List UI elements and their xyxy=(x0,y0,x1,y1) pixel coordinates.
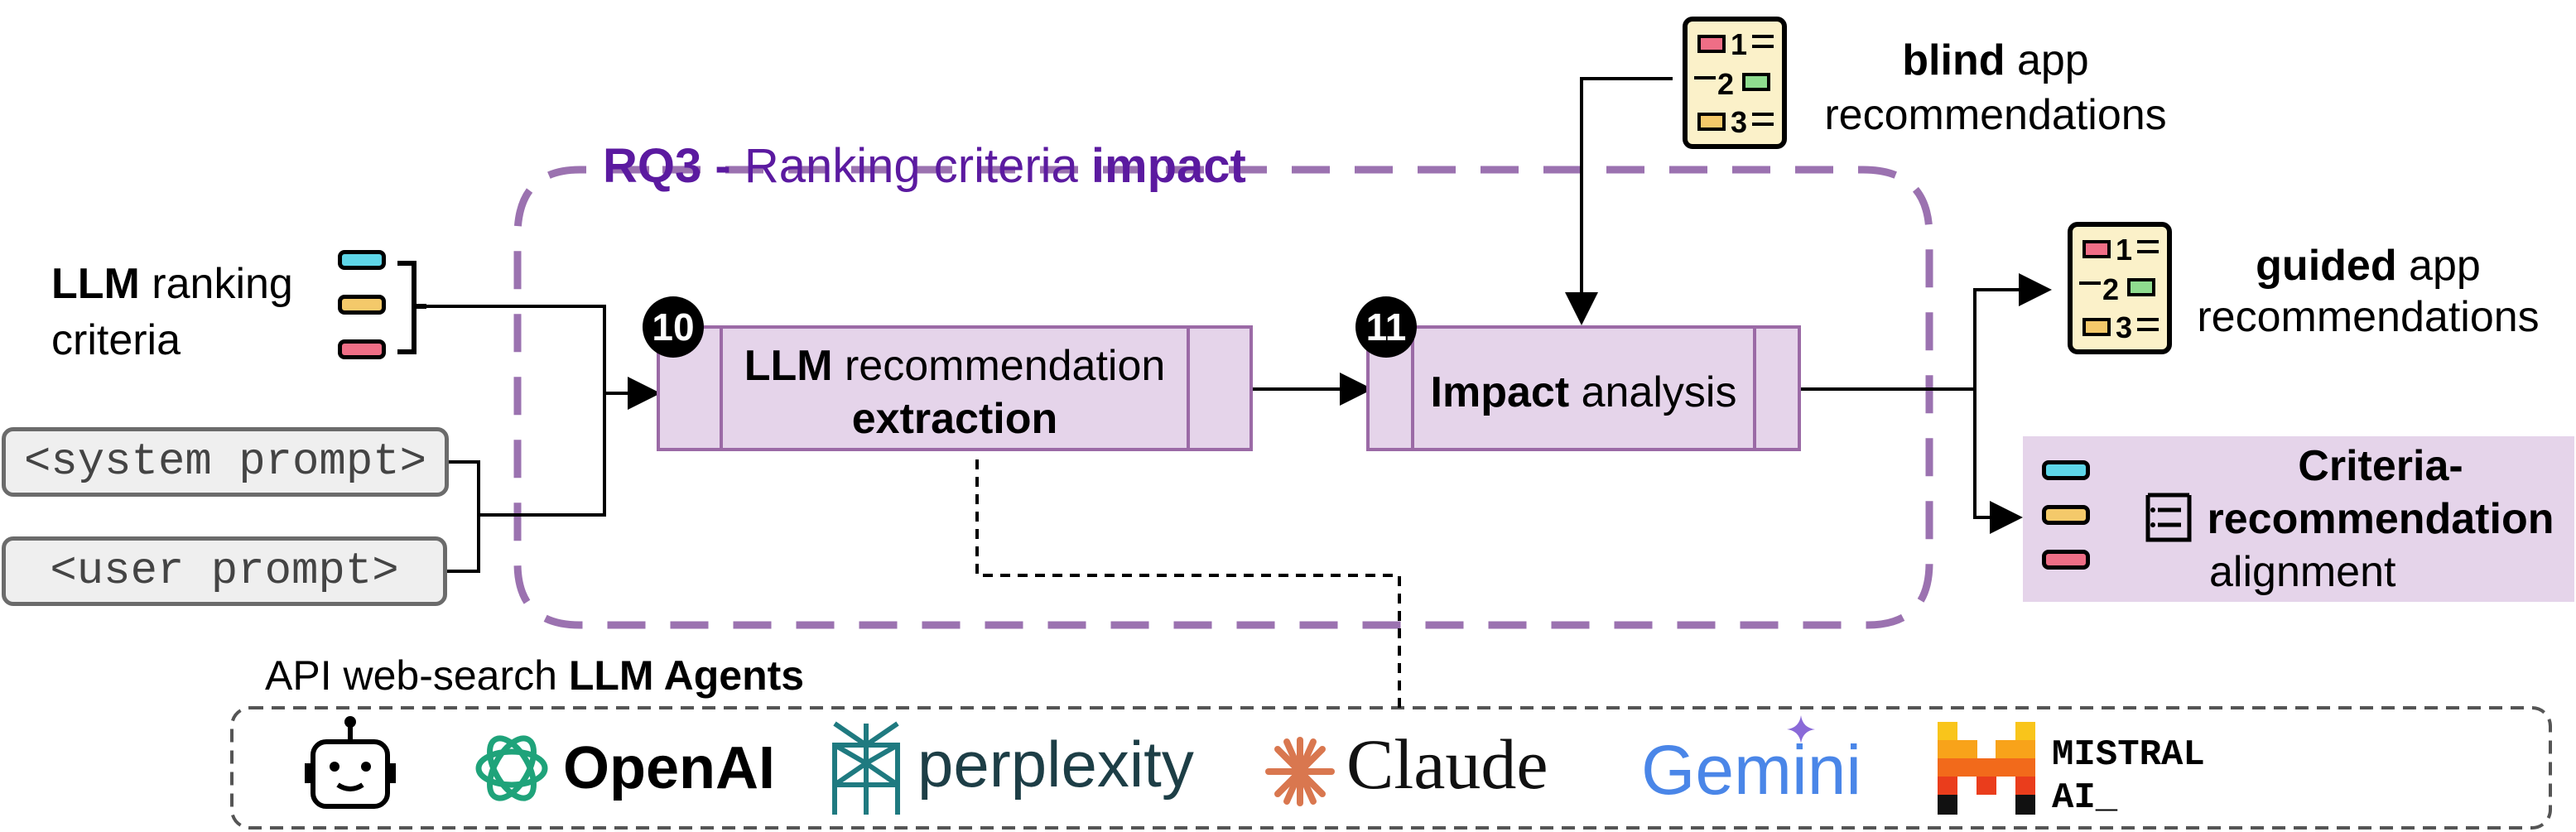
step-11-box: Impact analysis xyxy=(1366,325,1801,451)
connector-system-prompt xyxy=(447,460,480,573)
agents-panel xyxy=(230,706,2552,830)
step-10-badge: 10 xyxy=(643,296,704,358)
claude-wordmark: Claude xyxy=(1346,724,1548,804)
connector-criteria xyxy=(424,305,606,393)
connector-prompts-merge xyxy=(479,393,606,517)
system-prompt-text: <system prompt> xyxy=(23,436,427,488)
mistral-icon xyxy=(1938,722,2035,815)
blind-list-icon: 1 2 3 xyxy=(1683,17,1787,149)
gemini-sparkle-icon xyxy=(1787,715,1815,743)
criteria-stack-icon xyxy=(338,250,391,359)
user-prompt-box: <user prompt> xyxy=(2,536,447,606)
link-to-agents xyxy=(975,459,1401,708)
rq3-title: RQ3 - Ranking criteria impact xyxy=(603,137,1246,195)
mistral-wordmark-line1: MISTRAL xyxy=(2052,734,2205,776)
openai-wordmark: OpenAI xyxy=(563,735,776,801)
rq3-emphasis: impact xyxy=(1091,139,1246,193)
llm-criteria-label: LLM ranking xyxy=(51,260,293,308)
arrow-to-guided xyxy=(1973,273,2052,389)
agents-caption: API web-search LLM Agents xyxy=(265,652,805,699)
checklist-icon xyxy=(2145,493,2192,542)
rq3-separator: - xyxy=(715,139,731,193)
system-prompt-box: <system prompt> xyxy=(2,427,449,497)
alignment-line2: recommendation xyxy=(2207,495,2554,543)
perplexity-wordmark: perplexity xyxy=(917,728,1194,801)
rq3-region xyxy=(513,166,1933,629)
robot-icon xyxy=(305,716,396,809)
rq3-label: RQ3 xyxy=(603,139,702,193)
claude-icon xyxy=(1265,737,1335,806)
alignment-criteria-icon xyxy=(2042,460,2095,570)
blind-label: blind app xyxy=(1902,36,2089,84)
step-10-line2: extraction xyxy=(851,395,1058,443)
step-11-badge: 11 xyxy=(1355,296,1417,358)
guided-label-line2: recommendations xyxy=(2197,293,2540,341)
step-10-box: LLM recommendation extraction xyxy=(657,325,1253,451)
guided-list-icon: 1 2 3 xyxy=(2068,222,2172,354)
criteria-brace xyxy=(397,261,426,354)
arrow-blind-to-step-11 xyxy=(1565,77,1673,325)
openai-icon xyxy=(475,735,548,801)
llm-criteria-label-line2: criteria xyxy=(51,316,181,364)
mistral-wordmark-line2: AI_ xyxy=(2052,777,2118,819)
gemini-wordmark: Gemini xyxy=(1641,731,1862,809)
step-11-label: Impact analysis xyxy=(1430,368,1737,416)
rq3-subtitle: Ranking criteria xyxy=(744,139,1078,193)
alignment-panel xyxy=(2023,436,2574,602)
step-10-line1: LLM recommendation xyxy=(744,342,1166,390)
arrow-to-alignment xyxy=(1973,389,2023,534)
guided-label: guided app xyxy=(2256,242,2481,290)
alignment-line1: Criteria- xyxy=(2298,442,2463,490)
perplexity-icon xyxy=(832,721,900,815)
blind-label-line2: recommendations xyxy=(1824,91,2167,139)
user-prompt-text: <user prompt> xyxy=(50,546,399,597)
alignment-line3: alignment xyxy=(2209,548,2396,596)
